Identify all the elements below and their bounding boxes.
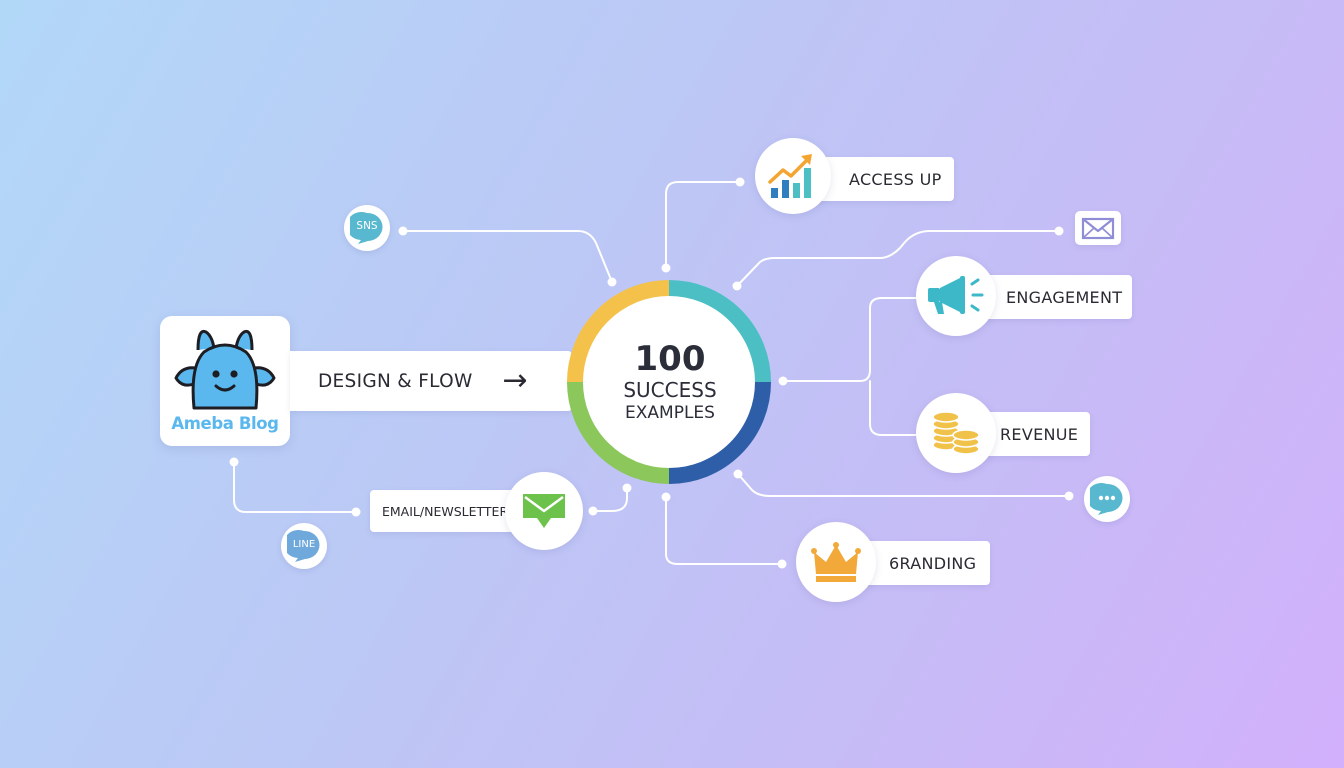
chat-bubble [1084,476,1130,522]
node-dot [398,226,408,236]
design-flow-label: DESIGN & FLOW [318,370,473,392]
access-up-label-box: ACCESS UP [808,157,954,201]
node-dot [661,492,671,502]
revenue-circle [916,393,996,473]
ring-segment-top-right [668,280,771,383]
engagement-circle [916,256,996,336]
hub-ring [567,280,771,484]
connector-chat [737,473,1070,497]
connector-access-up [665,181,741,269]
node-dot [661,263,671,273]
crown-icon [811,542,861,582]
access-up-circle [755,138,831,214]
engagement-label: ENGAGEMENT [1006,287,1123,307]
node-dot [229,457,239,467]
coins-icon [932,411,980,455]
chat-dots-icon [1090,483,1123,515]
revenue-label: REVENUE [1000,424,1079,444]
node-dot [735,177,745,187]
growth-chart-icon [768,154,812,198]
connector-sns [402,230,613,283]
connector-mail [736,230,1060,287]
node-dot [778,376,788,386]
branding-circle [796,522,876,602]
ring-segment-bottom-right [668,381,771,484]
envelope-icon [1081,217,1115,240]
node-dot [622,483,632,493]
connector-email [233,461,628,513]
hub-line-2: EXAMPLES [625,403,715,423]
node-dot [588,506,598,516]
speech-bubble-icon [287,530,320,562]
email-newsletter-label: EMAIL/NEWSLETTER [382,503,509,519]
sns-label: SNS [356,220,378,232]
node-dot [777,559,787,569]
email-envelope-icon [523,494,565,528]
hub-number: 100 [634,339,706,379]
ameba-mascot-icon [174,329,276,410]
mail-box [1075,211,1121,245]
megaphone-icon [928,276,984,314]
design-flow-bar: DESIGN & FLOW → [290,351,572,411]
line-bubble: LINE [281,523,327,569]
node-dot [732,281,742,291]
arrow-right-icon: → [502,363,528,398]
line-label: LINE [292,538,316,550]
node-dot [607,277,617,287]
ameba-blog-logo-card: Ameba Blog [160,316,290,446]
node-dot [733,469,743,479]
connector-branding [665,496,783,565]
node-dot [351,507,361,517]
ring-segment-bottom-left [567,381,670,484]
connector-engagement-revenue [782,297,920,436]
node-dot [1064,491,1074,501]
sns-bubble: SNS [344,205,390,251]
access-up-label: ACCESS UP [849,169,942,189]
ring-segment-top-left [567,280,670,383]
speech-bubble-icon [350,212,383,244]
hub-line-1: SUCCESS [623,378,717,402]
email-circle [505,472,583,550]
node-dot [1054,226,1064,236]
branding-label: 6RANDING [889,553,977,573]
hub-label: 100 SUCCESS EXAMPLES [586,298,754,466]
brand-name: Ameba Blog [171,414,279,433]
